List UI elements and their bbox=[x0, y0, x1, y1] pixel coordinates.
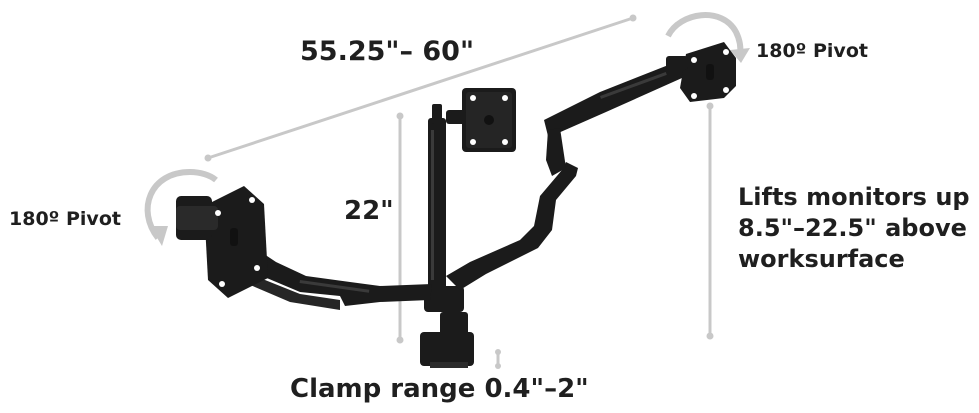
lift-range-label: Lifts monitors up 8.5"–22.5" above works… bbox=[738, 182, 970, 275]
left-pivot-label: 180º Pivot bbox=[9, 208, 121, 230]
right-pivot-label: 180º Pivot bbox=[756, 40, 868, 62]
dimension-lines bbox=[206, 16, 712, 368]
width-dimension-line bbox=[206, 16, 635, 160]
lift-range-line-1: Lifts monitors up bbox=[738, 183, 970, 211]
clamp-range-label: Clamp range 0.4"–2" bbox=[290, 374, 589, 404]
span-width-label: 55.25"– 60" bbox=[300, 36, 475, 67]
lift-range-line-3: worksurface bbox=[738, 245, 905, 273]
rotate-arrow-left-icon bbox=[144, 168, 218, 246]
rotate-arrow-right-icon bbox=[665, 12, 750, 63]
lift-range-line-2: 8.5"–22.5" above bbox=[738, 214, 967, 242]
pole-height-label: 22" bbox=[344, 196, 394, 226]
monitor-arm-body bbox=[176, 42, 736, 368]
